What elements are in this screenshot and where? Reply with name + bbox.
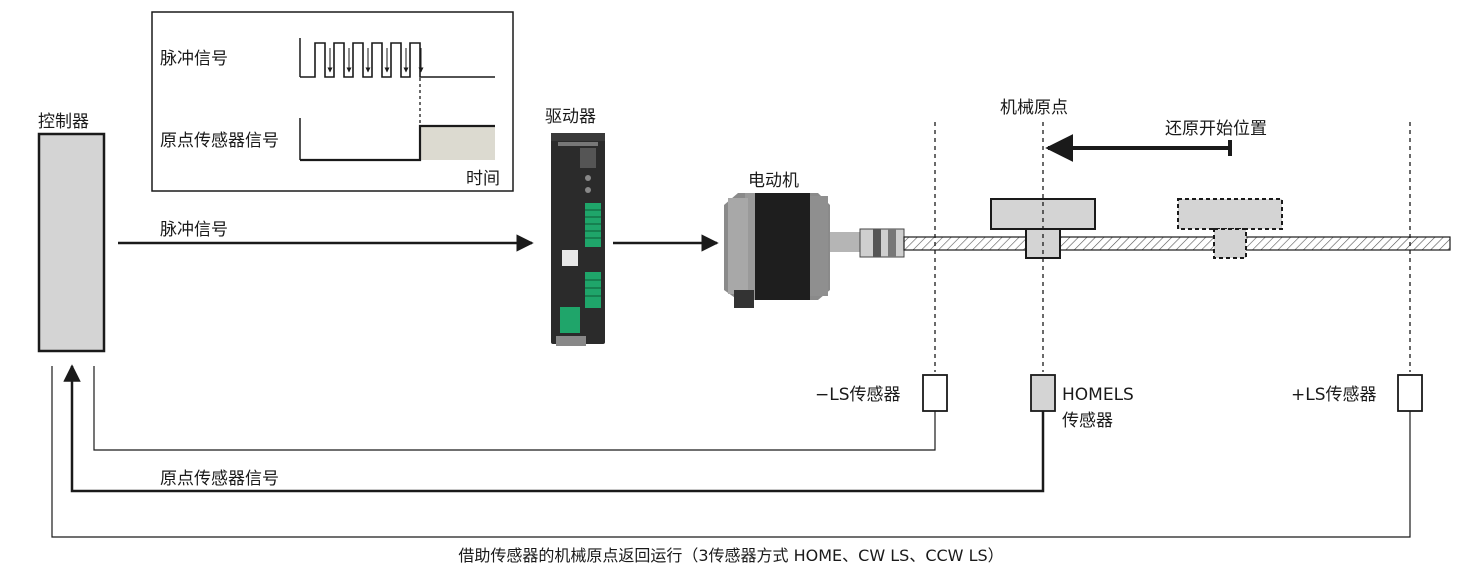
plus-ls-label: +LS传感器 — [1291, 385, 1377, 405]
return-start-label: 还原开始位置 — [1165, 119, 1267, 139]
table-start-ghost — [1177, 198, 1283, 259]
timing-inset-frame — [151, 11, 514, 192]
home-ls-sensor — [1030, 374, 1056, 412]
minus-ls-label: −LS传感器 — [815, 385, 901, 405]
mechanical-origin-label: 机械原点 — [1000, 98, 1068, 118]
motor-unit — [724, 193, 860, 308]
inset-time-label: 时间 — [466, 169, 500, 189]
timing-inset: 脉冲信号 原点传感器信号 时间 — [151, 11, 514, 192]
home-signal-label: 原点传感器信号 — [160, 469, 279, 489]
pulse-edge-arrows — [327, 48, 424, 73]
home-ls-wire — [63, 364, 1045, 493]
home-ls-label-line2: 传感器 — [1062, 411, 1113, 431]
controller-box — [37, 132, 106, 353]
driver-label: 驱动器 — [545, 107, 596, 127]
minus-ls-sensor — [922, 374, 948, 412]
controller-label: 控制器 — [38, 112, 89, 132]
inset-home-sensor-label: 原点传感器信号 — [160, 131, 279, 151]
motor-label: 电动机 — [748, 171, 799, 191]
inset-pulse-label: 脉冲信号 — [160, 49, 228, 69]
figure-caption: 借助传感器的机械原点返回运行（3传感器方式 HOME、CW LS、CCW LS） — [458, 546, 1003, 565]
driver-unit — [551, 133, 605, 346]
minus-ls-wire — [93, 366, 936, 451]
home-signal-waveform — [300, 124, 495, 162]
plus-ls-wire — [51, 366, 1411, 538]
home-ls-label-line1: HOMELS — [1062, 385, 1134, 405]
pulse-train — [300, 42, 495, 78]
ball-screw — [903, 236, 1451, 251]
shaft-coupling — [859, 228, 905, 258]
pulse-signal-label: 脉冲信号 — [160, 220, 228, 240]
home-signal-fill — [420, 126, 495, 160]
plus-ls-sensor — [1397, 374, 1423, 412]
